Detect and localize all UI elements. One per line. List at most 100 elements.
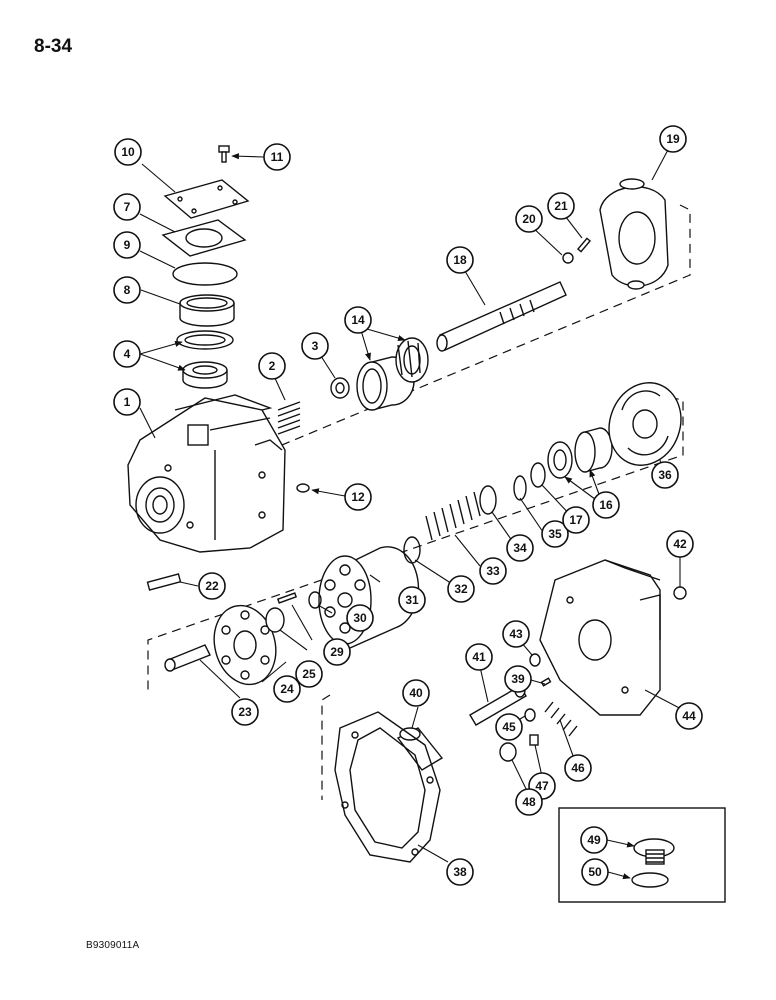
callout-41: 41 [465,643,493,671]
callout-1: 1 [113,388,141,416]
callout-label: 35 [548,527,562,541]
callout-label: 39 [511,672,525,686]
callout-label: 31 [405,593,419,607]
callout-31: 31 [398,586,426,614]
pin-tiny [540,677,552,687]
callout-label: 25 [302,667,316,681]
callout-34: 34 [506,534,534,562]
washer-ring [403,536,421,564]
spring-large [425,491,481,541]
callout-label: 9 [124,238,131,252]
callout-29: 29 [323,638,351,666]
callout-24: 24 [273,675,301,703]
callout-11: 11 [263,143,291,171]
page-number: 8-34 [34,36,73,57]
thrust-washer [479,485,497,515]
bearing-cone-cup [356,337,429,411]
callout-49: 49 [580,826,608,854]
callout-label: 43 [509,627,523,641]
ball-guide [265,607,285,633]
cover-plate [163,179,250,219]
callout-label: 49 [587,833,601,847]
plug-small [673,586,687,600]
callout-label: 21 [554,199,568,213]
callout-25: 25 [295,660,323,688]
cap-screw [218,145,230,163]
spring-seat [330,377,350,399]
callout-label: 41 [472,650,486,664]
callout-4: 4 [113,340,141,368]
callout-label: 20 [522,212,536,226]
callout-label: 36 [658,468,672,482]
callout-2: 2 [258,352,286,380]
snap-ring [172,262,238,286]
callout-3: 3 [301,332,329,360]
bearing-race [530,462,546,488]
callout-label: 38 [453,865,467,879]
pin-small [276,592,298,604]
callout-10: 10 [114,138,142,166]
callout-36: 36 [651,461,679,489]
callout-18: 18 [446,246,474,274]
washer [562,252,574,264]
callout-label: 1 [124,395,131,409]
callout-22: 22 [198,572,226,600]
dowel-pin [296,483,310,493]
callout-label: 23 [238,705,252,719]
fitting [146,573,182,591]
callout-label: 30 [353,611,367,625]
callout-label: 32 [454,582,468,596]
callout-46: 46 [564,754,592,782]
callout-label: 42 [673,537,687,551]
callout-32: 32 [447,575,475,603]
gasket [161,219,247,257]
callout-20: 20 [515,205,543,233]
drive-shaft [436,281,567,352]
callout-label: 46 [571,761,585,775]
callout-label: 40 [409,686,423,700]
callout-label: 44 [682,709,696,723]
spring-seat-small [524,708,536,722]
callout-30: 30 [346,604,374,632]
washer-flat [499,742,517,762]
bearing-cup [179,294,235,327]
callout-33: 33 [479,557,507,585]
end-cover-gasket [334,711,441,863]
callout-label: 34 [513,541,527,555]
ring-small [308,591,322,609]
valve-plate [608,382,682,466]
callout-44: 44 [675,702,703,730]
callout-label: 50 [588,865,602,879]
spring-small [277,401,301,435]
callout-label: 7 [124,200,131,214]
callout-label: 10 [121,145,135,159]
callout-label: 14 [351,313,365,327]
bearing-rear [547,427,613,479]
callout-14: 14 [344,306,372,334]
ball-guide-pin [164,644,211,672]
plug [633,838,675,865]
callout-17: 17 [562,506,590,534]
pump-housing [127,394,286,553]
callout-12: 12 [344,483,372,511]
callout-label: 17 [569,513,583,527]
swashplate [599,178,669,290]
callout-48: 48 [515,788,543,816]
bearing-assembly [176,330,234,389]
guide-line-upper [149,204,691,501]
callout-label: 4 [124,347,131,361]
reference-code: B9309011A [86,940,140,951]
pin [576,237,592,253]
callout-40: 40 [402,679,430,707]
callout-label: 12 [351,490,365,504]
end-cover [539,559,661,716]
callout-9: 9 [113,231,141,259]
callout-label: 47 [535,779,549,793]
plug-o-ring [631,872,669,888]
retainer-plate [213,604,277,686]
callout-38: 38 [446,858,474,886]
callout-label: 18 [453,253,467,267]
callout-8: 8 [113,276,141,304]
callout-39: 39 [504,665,532,693]
